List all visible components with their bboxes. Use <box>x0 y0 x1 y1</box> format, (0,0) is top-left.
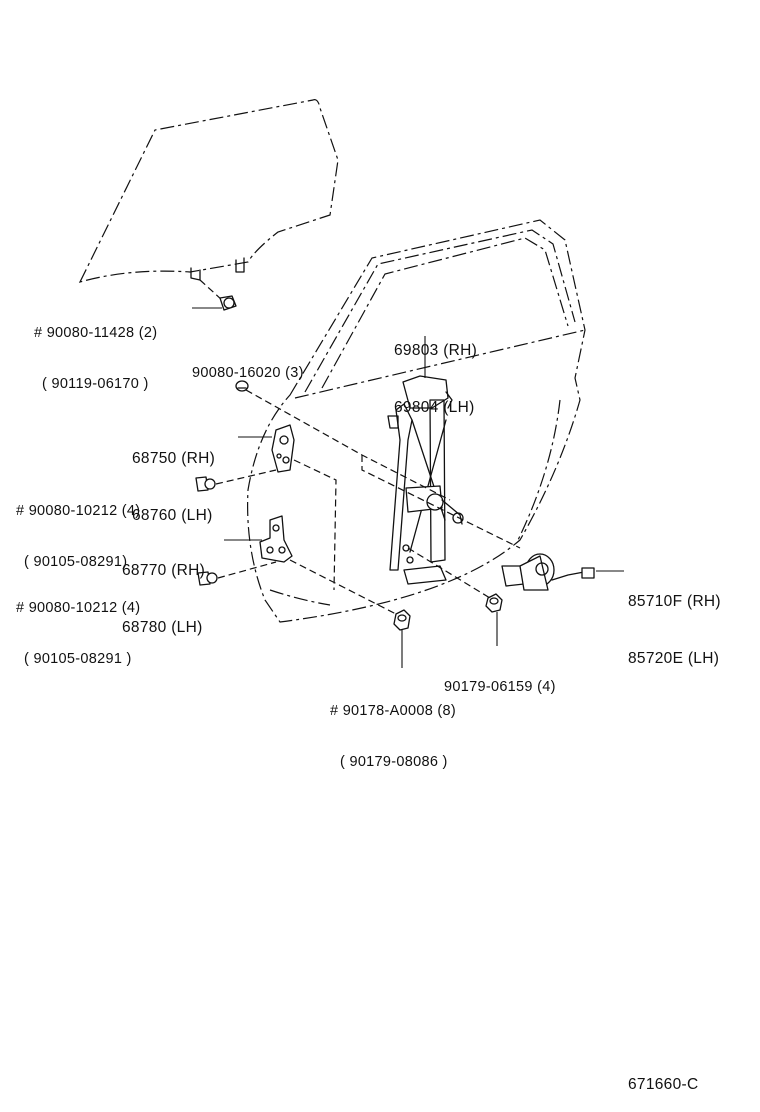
callout-lower-hinge-bolt: # 90080-10212 (4) ( 90105-08291 ) <box>16 566 140 702</box>
callout-line: ( 90119-06170 ) <box>42 376 149 392</box>
callout-motor: 85710F (RH) 85720E (LH) <box>628 554 721 706</box>
callout-line: 85720E (LH) <box>628 650 720 667</box>
regulator-nut-icon <box>485 593 503 613</box>
door-panel <box>247 219 586 623</box>
lower-hinge-bolt-icon <box>197 571 218 586</box>
callout-glass-bolt: # 90080-11428 (2) ( 90119-06170 ) <box>34 291 157 427</box>
callout-line: 69804 (LH) <box>394 399 475 416</box>
callout-line: 68770 (RH) <box>122 562 206 579</box>
leader-lines <box>192 307 624 668</box>
upper-hinge <box>271 424 295 473</box>
regulator-motor <box>501 553 595 591</box>
callout-line: 85710F (RH) <box>628 593 721 610</box>
callout-lower-hinge: 68770 (RH) 68780 (LH) <box>122 523 205 675</box>
callout-line: 68780 (LH) <box>122 619 203 636</box>
callout-line: ( 90105-08291 ) <box>24 651 132 667</box>
upper-hinge-bolt-icon <box>195 476 216 492</box>
hinge-nut-icon <box>393 609 411 631</box>
figure-code: 671660-C <box>628 1076 699 1093</box>
callout-frame-screw: 90080-16020 (3) <box>192 331 304 416</box>
door-glass <box>78 99 339 301</box>
callout-hinge-nut: # 90178-A0008 (8) ( 90179-08086 ) <box>330 669 456 805</box>
callout-regulator: 69803 (RH) 69804 (LH) <box>394 303 477 455</box>
callout-line: 69803 (RH) <box>394 342 478 359</box>
frame-screw-icon <box>235 380 249 392</box>
lower-hinge <box>259 515 293 563</box>
assembly-lines <box>215 389 521 615</box>
callout-line: 68760 (LH) <box>132 507 213 524</box>
callout-regulator-nut: 90179-06159 (4) <box>444 645 556 730</box>
callout-line: # 90080-10212 (4) <box>16 503 141 519</box>
callout-line: ( 90179-08086 ) <box>340 754 448 770</box>
callout-upper-hinge-bolt: # 90080-10212 (4) ( 90105-08291) <box>16 469 140 605</box>
callout-upper-hinge: 68750 (RH) 68760 (LH) <box>132 411 215 563</box>
callout-line: # 90080-10212 (4) <box>16 600 141 616</box>
callout-line: 68750 (RH) <box>132 450 216 467</box>
callout-line: # 90080-11428 (2) <box>34 325 158 341</box>
callout-line: 90179-06159 (4) <box>444 679 556 695</box>
glass-bolt-icon <box>219 295 237 311</box>
callout-line: # 90178-A0008 (8) <box>330 703 457 719</box>
callout-line: 90080-16020 (3) <box>192 365 304 381</box>
callout-line: ( 90105-08291) <box>24 554 128 570</box>
